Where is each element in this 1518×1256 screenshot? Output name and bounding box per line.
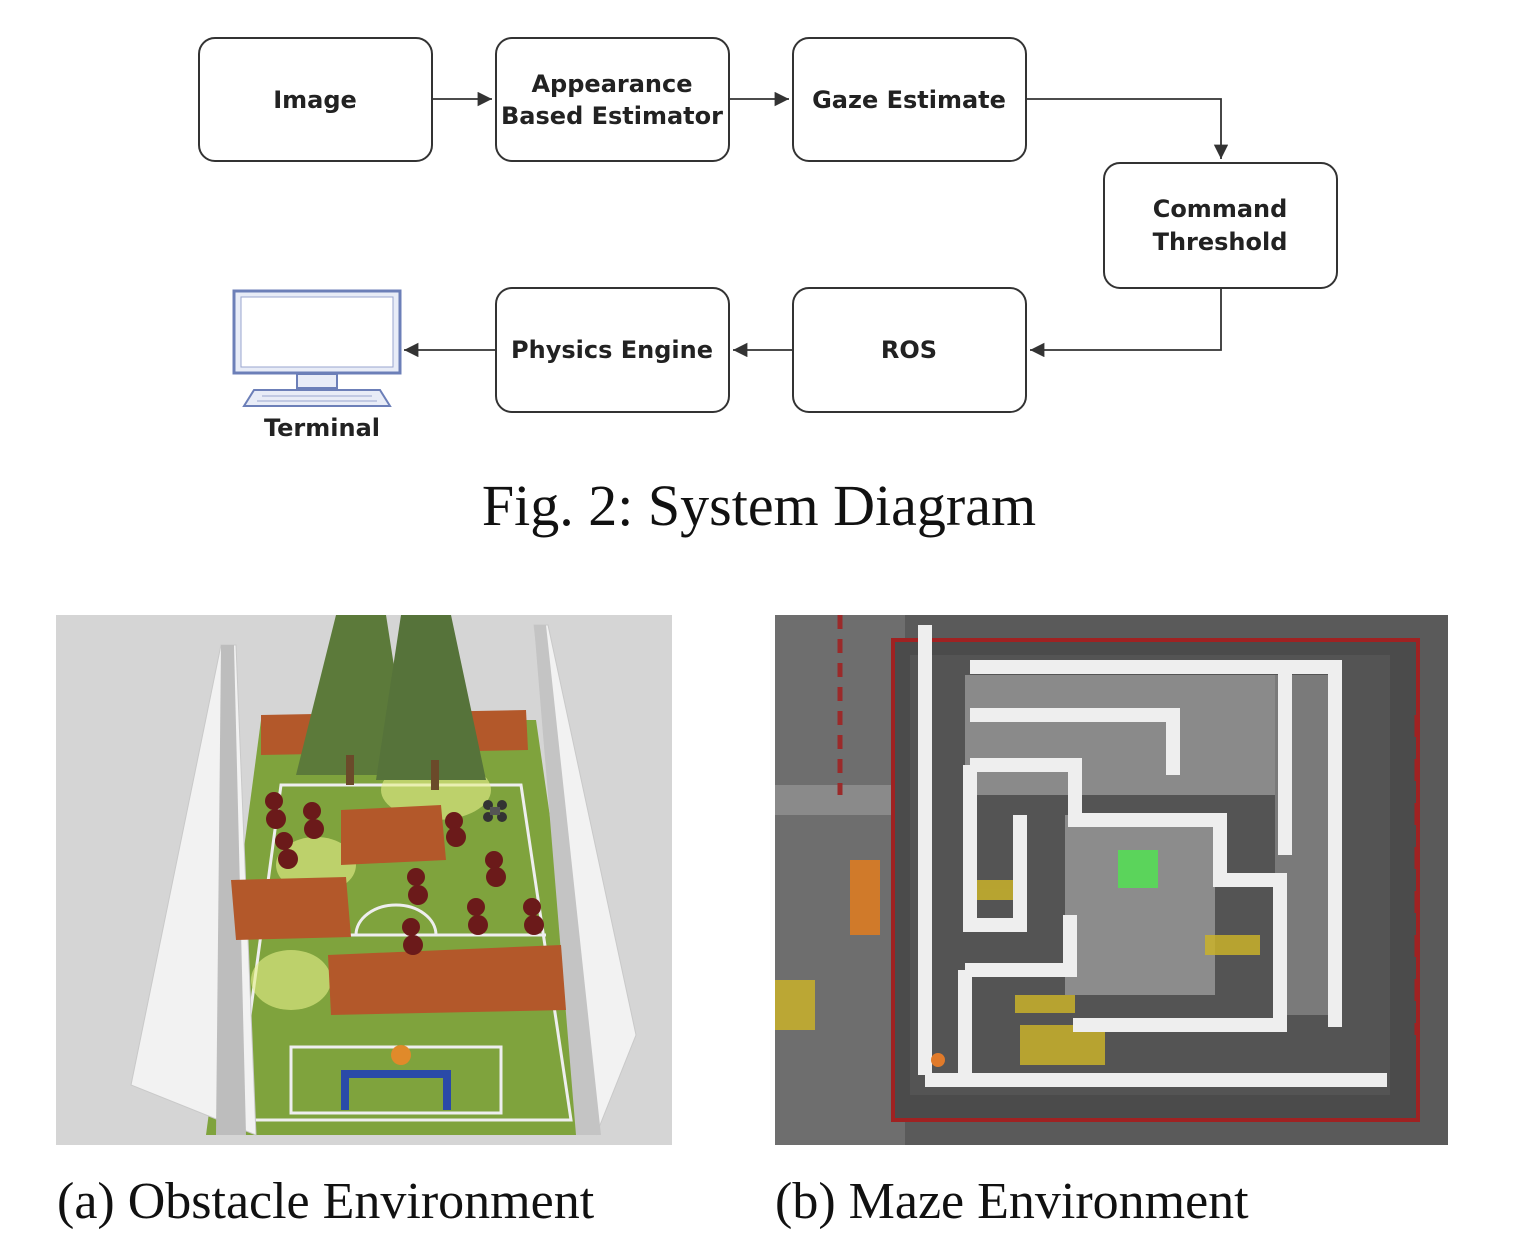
system-diagram: Image Appearance Based Estimator Gaze Es… xyxy=(198,37,1338,442)
monitor-icon xyxy=(232,289,402,407)
node-terminal-label: Terminal xyxy=(264,414,380,442)
node-image-label: Image xyxy=(273,86,357,114)
obstacle-environment-image xyxy=(56,615,672,1145)
node-physics-engine: Physics Engine xyxy=(495,287,730,413)
arrow-command-to-ros xyxy=(1030,288,1222,358)
node-appearance-label-2: Based Estimator xyxy=(501,102,723,130)
node-command-label-1: Command xyxy=(1153,195,1288,223)
node-appearance-estimator: Appearance Based Estimator xyxy=(495,37,730,162)
node-image: Image xyxy=(198,37,433,162)
node-command-threshold: Command Threshold xyxy=(1103,162,1338,289)
node-ros: ROS xyxy=(792,287,1027,413)
node-ros-label: ROS xyxy=(881,336,937,364)
node-physics-label: Physics Engine xyxy=(511,336,713,364)
node-appearance-label-1: Appearance xyxy=(531,70,692,98)
panel-a-caption: (a) Obstacle Environment xyxy=(57,1173,595,1230)
arrow-gaze-to-command xyxy=(1026,98,1229,159)
node-gaze-estimate: Gaze Estimate xyxy=(792,37,1027,162)
node-command-label-2: Threshold xyxy=(1153,228,1288,256)
figure-caption: Fig. 2: System Diagram xyxy=(481,473,1037,538)
panel-b-caption: (b) Maze Environment xyxy=(775,1173,1249,1230)
maze-environment-image xyxy=(775,615,1448,1145)
node-gaze-label: Gaze Estimate xyxy=(812,86,1006,114)
